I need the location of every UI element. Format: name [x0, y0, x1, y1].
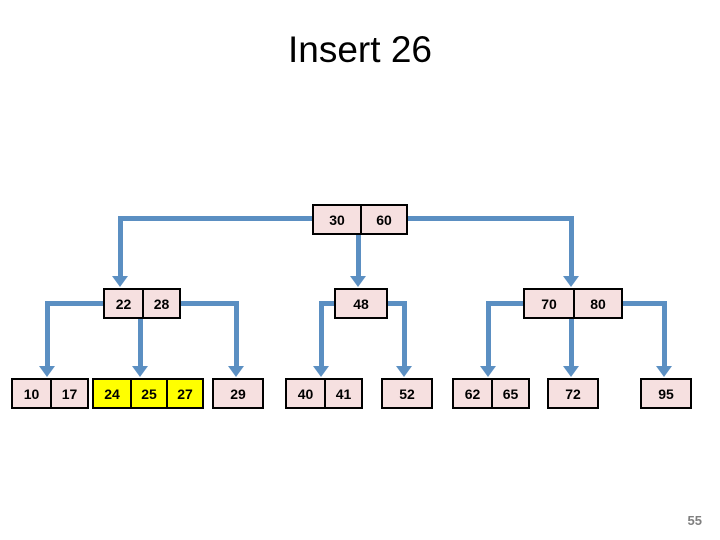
edge-left-to-leaf3-vertical — [234, 301, 239, 367]
tree-node-internal-left-key-1: 28 — [142, 290, 179, 317]
tree-node-leaf-2-key-1: 25 — [130, 380, 166, 407]
tree-node-root-key-0: 30 — [314, 206, 360, 233]
edge-left-to-leaf1-horizontal — [45, 301, 105, 306]
tree-node-leaf-6-key-1: 65 — [491, 380, 528, 407]
tree-node-leaf-1-key-0: 10 — [13, 380, 50, 407]
tree-node-leaf-8: 95 — [640, 378, 692, 409]
edge-mid-to-leaf4-arrowhead — [313, 366, 329, 377]
edge-left-to-leaf2-arrowhead — [132, 366, 148, 377]
edge-root-to-left-horizontal — [118, 216, 314, 221]
tree-node-leaf-2-key-2: 27 — [166, 380, 202, 407]
edge-root-to-right-horizontal — [403, 216, 574, 221]
tree-node-leaf-4-key-1: 41 — [324, 380, 361, 407]
edge-root-to-right-vertical — [569, 216, 574, 278]
tree-node-leaf-1-key-1: 17 — [50, 380, 87, 407]
edge-root-to-mid-vertical — [356, 233, 361, 278]
tree-node-leaf-5-key-0: 52 — [383, 380, 431, 407]
edge-left-to-leaf3-horizontal — [176, 301, 239, 306]
edge-right-to-leaf6-vertical — [486, 301, 491, 367]
edge-root-to-left-arrowhead — [112, 276, 128, 287]
edge-right-to-leaf6-horizontal — [486, 301, 526, 306]
tree-node-internal-mid-key-0: 48 — [336, 290, 386, 317]
tree-node-leaf-7-key-0: 72 — [549, 380, 597, 407]
edge-left-to-leaf1-arrowhead — [39, 366, 55, 377]
edge-right-to-leaf8-arrowhead — [656, 366, 672, 377]
tree-node-leaf-5: 52 — [381, 378, 433, 409]
tree-node-internal-right-key-0: 70 — [525, 290, 573, 317]
edge-left-to-leaf1-vertical — [45, 301, 50, 367]
edge-root-to-mid-arrowhead — [350, 276, 366, 287]
edge-mid-to-leaf4-vertical — [319, 301, 324, 367]
edge-right-to-leaf7-vertical — [569, 317, 574, 367]
tree-node-leaf-4-key-0: 40 — [287, 380, 324, 407]
tree-node-leaf-3-key-0: 29 — [214, 380, 262, 407]
tree-node-leaf-7: 72 — [547, 378, 599, 409]
edge-mid-to-leaf5-arrowhead — [396, 366, 412, 377]
edge-left-to-leaf2-vertical — [138, 317, 143, 367]
edge-right-to-leaf8-vertical — [662, 301, 667, 367]
tree-node-internal-mid: 48 — [334, 288, 388, 319]
edge-right-to-leaf6-arrowhead — [480, 366, 496, 377]
tree-node-internal-right-key-1: 80 — [573, 290, 621, 317]
edge-mid-to-leaf5-vertical — [402, 301, 407, 367]
tree-node-root-key-1: 60 — [360, 206, 406, 233]
tree-node-leaf-6-key-0: 62 — [454, 380, 491, 407]
page-number: 55 — [687, 513, 702, 528]
edge-root-to-right-arrowhead — [563, 276, 579, 287]
tree-node-leaf-3: 29 — [212, 378, 264, 409]
edge-right-to-leaf8-horizontal — [617, 301, 667, 306]
edge-right-to-leaf7-arrowhead — [563, 366, 579, 377]
tree-node-internal-left-key-0: 22 — [105, 290, 142, 317]
tree-node-leaf-8-key-0: 95 — [642, 380, 690, 407]
page-title: Insert 26 — [288, 29, 432, 70]
edge-mid-to-leaf4-horizontal — [319, 301, 337, 306]
edge-left-to-leaf3-arrowhead — [228, 366, 244, 377]
edge-root-to-left-vertical — [118, 216, 123, 278]
tree-node-leaf-2-key-0: 24 — [94, 380, 130, 407]
edge-mid-to-leaf5-horizontal — [381, 301, 407, 306]
